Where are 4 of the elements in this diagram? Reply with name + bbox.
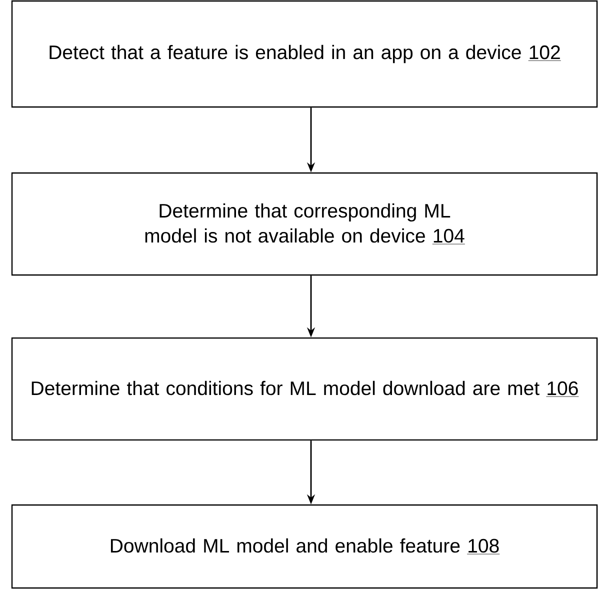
process-box: Detect that a feature is enabled in an app on a device 102: [11, 0, 598, 108]
process-box: Determine that corresponding ML model is not available on device 104: [11, 172, 598, 276]
process-box: Download ML model and enable feature 108: [11, 504, 598, 589]
process-box: Determine that conditions for ML model download are met 106: [11, 337, 598, 441]
